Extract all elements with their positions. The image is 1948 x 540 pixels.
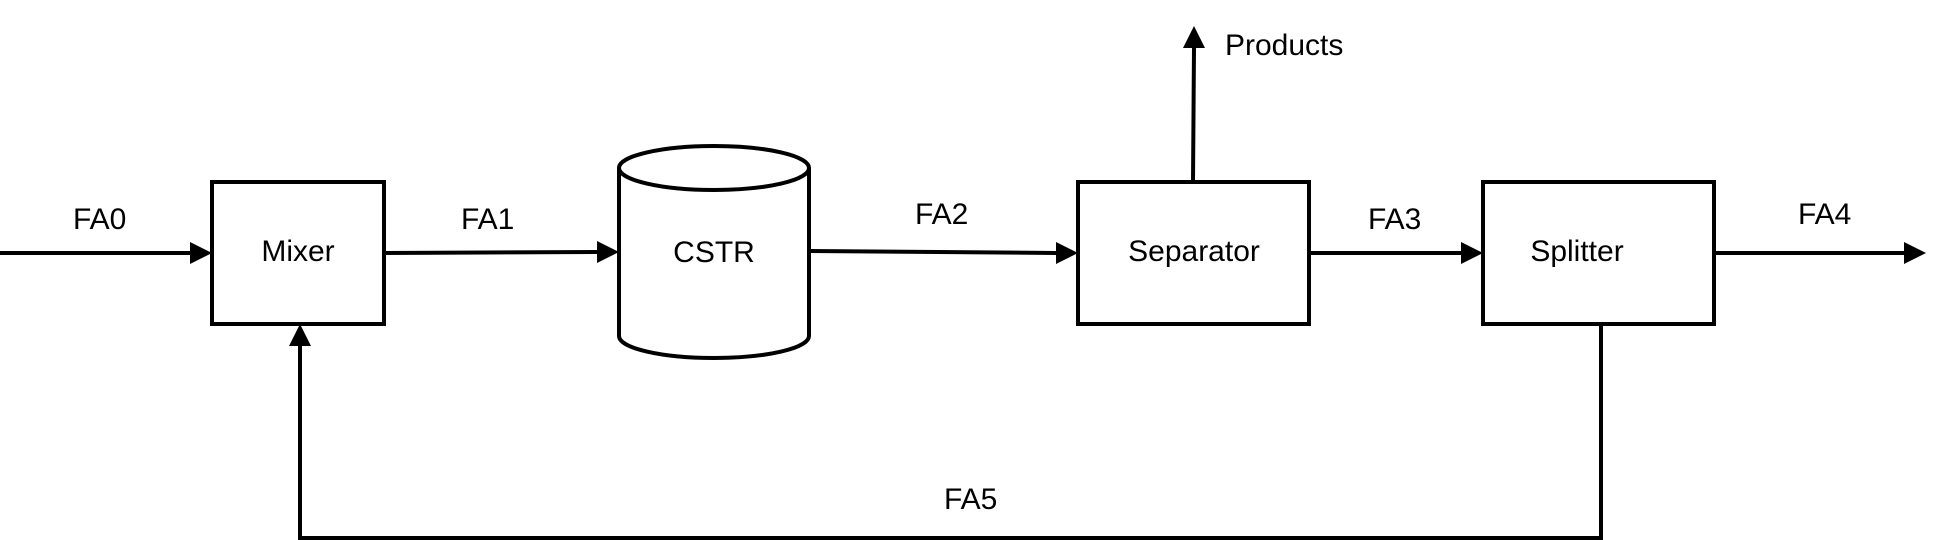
separator-unit: Separator [1076,180,1311,326]
cstr-unit: CSTR [617,144,811,360]
stream-fa0 [0,242,212,264]
cstr-label: CSTR [673,236,755,269]
stream-products-line [1191,47,1196,183]
stream-fa5 [289,324,1603,540]
stream-products [1183,26,1205,183]
stream-fa1-label: FA1 [461,203,514,236]
mixer-label: Mixer [261,235,334,268]
cstr-top [617,144,811,192]
stream-fa1-arrowhead [597,241,619,263]
mixer-unit: Mixer [210,180,386,326]
splitter-unit: Splitter [1481,180,1716,326]
stream-fa0-arrowhead [190,242,212,264]
stream-fa4 [1714,242,1926,264]
stream-fa3-label: FA3 [1368,203,1421,236]
stream-fa1 [383,241,619,263]
stream-fa2-line [808,249,1057,255]
stream-fa4-label: FA4 [1798,198,1851,231]
stream-fa5-label: FA5 [944,483,997,516]
splitter-label: Splitter [1530,235,1623,268]
stream-fa5-arrowhead [289,324,311,346]
stream-products-label: Products [1225,29,1343,62]
stream-fa5-recycle-line [298,324,1603,540]
stream-products-arrowhead [1183,26,1205,48]
stream-fa1-line [383,250,598,255]
stream-fa4-arrowhead [1904,242,1926,264]
stream-fa2 [808,242,1078,264]
stream-fa2-label: FA2 [915,198,968,231]
cstr-body [617,168,811,360]
splitter-box [1481,180,1716,326]
stream-fa2-arrowhead [1056,242,1078,264]
separator-label: Separator [1128,235,1260,268]
stream-fa0-label: FA0 [73,203,126,236]
stream-fa3 [1309,242,1483,264]
stream-fa3-arrowhead [1461,242,1483,264]
